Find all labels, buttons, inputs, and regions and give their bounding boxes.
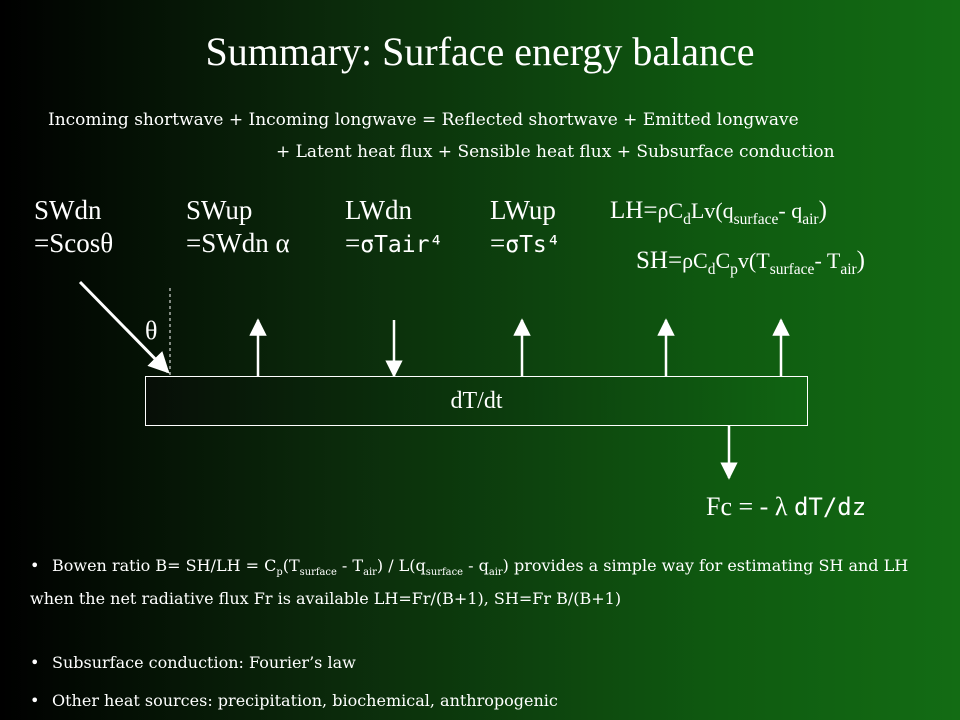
term-swdn: SWdn =Scosθ (34, 194, 113, 260)
term-swdn-name: SWdn (34, 195, 102, 225)
term-swup-formula: =SWdn α (186, 228, 290, 258)
term-lwdn-formula: σTair⁴ (360, 232, 444, 258)
surface-layer-label: dT/dt (450, 388, 503, 414)
surface-layer-box (145, 376, 808, 426)
term-lwdn-prefix: = (345, 228, 361, 258)
bullet-other-heat-sources: •Other heat sources: precipitation, bioc… (30, 691, 558, 710)
term-lwup-name: LWup (490, 195, 556, 225)
term-lwup-formula: σTs⁴ (505, 232, 561, 258)
incidence-angle-label: θ (145, 316, 158, 345)
term-lwup-prefix: = (490, 228, 506, 258)
conduction-formula: Fc = - λ dT/dz (706, 492, 866, 522)
balance-equation-line-1: Incoming shortwave + Incoming longwave =… (48, 110, 799, 130)
term-lwup: LWup =σTs⁴ (490, 194, 561, 262)
term-swup-name: SWup (186, 195, 253, 225)
term-swdn-formula: =Scosθ (34, 228, 114, 258)
term-lwdn: LWdn =σTair⁴ (345, 194, 443, 262)
term-swup: SWup =SWdn α (186, 194, 290, 260)
conduction-formula-lhs: Fc = - λ (706, 492, 794, 521)
latent-heat-formula: LH=ρCdLv(qsurface- qair) (610, 197, 827, 228)
conduction-formula-rhs: dT/dz (793, 493, 867, 521)
sensible-heat-formula: SH=ρCdCpv(Tsurface- Tair) (636, 247, 865, 278)
bullet-subsurface-conduction: •Subsurface conduction: Fourier’s law (30, 653, 356, 672)
bullet-bowen-ratio: •Bowen ratio B= SH/LH = Cp(Tsurface - Ta… (30, 556, 909, 609)
term-lwdn-name: LWdn (345, 195, 412, 225)
incoming-shortwave-arrow (78, 280, 170, 374)
balance-equation-line-2: + Latent heat flux + Sensible heat flux … (276, 142, 835, 162)
slide-title: Summary: Surface energy balance (205, 29, 755, 74)
